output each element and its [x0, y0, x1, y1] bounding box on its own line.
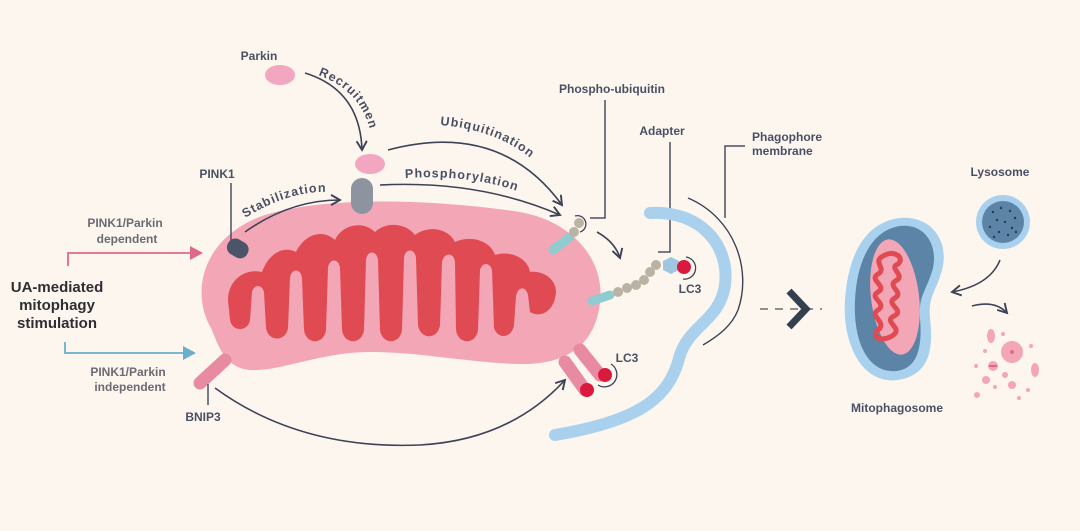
lc3-top-label: LC3 [679, 282, 702, 296]
degradation-products [974, 329, 1039, 400]
phosphorylation-arrow [379, 183, 562, 218]
lysosome-fusion-arrow [950, 259, 1001, 297]
ubiquitination-label: Ubiquitination [440, 114, 538, 161]
mitophagosome-label: Mitophagosome [851, 401, 943, 415]
pink1-label: PINK1 [199, 167, 235, 181]
lc3-bottom-label: LC3 [616, 351, 639, 365]
phagophore-label-line-2: membrane [752, 144, 813, 158]
ubiquitination-arrow [387, 141, 564, 207]
mitochondrion [201, 201, 601, 371]
phospho-ubiquitin: Phospho-ubiquitin [548, 82, 665, 255]
recruitment-arrow [304, 72, 368, 152]
main-label-line-2: mitophagy [19, 297, 95, 314]
phagophore-membrane: Phagophore membrane [549, 130, 822, 441]
ua-mitophagy-label: UA-mediated mitophagy stimulation [11, 279, 104, 332]
mitophagosome: Mitophagosome [844, 217, 944, 415]
recruitment-label: Recruitment [0, 0, 381, 131]
dependent-arrow [67, 246, 203, 266]
independent-label-line-2: independent [94, 380, 165, 394]
cristae [228, 224, 556, 342]
transition-arrow [760, 288, 822, 330]
pink1-stabilized [351, 178, 373, 214]
bnip3: BNIP3 [185, 353, 232, 424]
independent-arrow [64, 342, 196, 360]
adapter-label: Adapter [639, 124, 685, 138]
bnip3-lc3-arrow [214, 378, 567, 447]
dependent-label-line-2: dependent [97, 232, 158, 246]
stabilization-arrow [244, 194, 342, 233]
phospho-ubiquitin-label: Phospho-ubiquitin [559, 82, 665, 96]
main-label-line-3: stimulation [17, 315, 97, 332]
phosphorylation-label: Phosphorylation [405, 166, 521, 194]
main-label-line-1: UA-mediated [11, 279, 104, 296]
adapter: Adapter LC3 [639, 124, 701, 296]
ubiquitin-chain [587, 260, 661, 306]
dependent-label-line-1: PINK1/Parkin [87, 216, 162, 230]
pink1: PINK1 [199, 167, 249, 259]
parkin-label: Parkin [241, 49, 278, 63]
transfer-arrow [596, 231, 624, 260]
independent-label-line-1: PINK1/Parkin [90, 365, 165, 379]
degradation-arrow [971, 302, 1009, 315]
parkin: Parkin [241, 49, 385, 174]
bnip3-label: BNIP3 [185, 410, 221, 424]
lysosome-label: Lysosome [971, 165, 1030, 179]
lysosome: Lysosome [971, 165, 1030, 249]
bnip3-lc3-complex: LC3 [558, 343, 639, 397]
phagophore-label-line-1: Phagophore [752, 130, 822, 144]
